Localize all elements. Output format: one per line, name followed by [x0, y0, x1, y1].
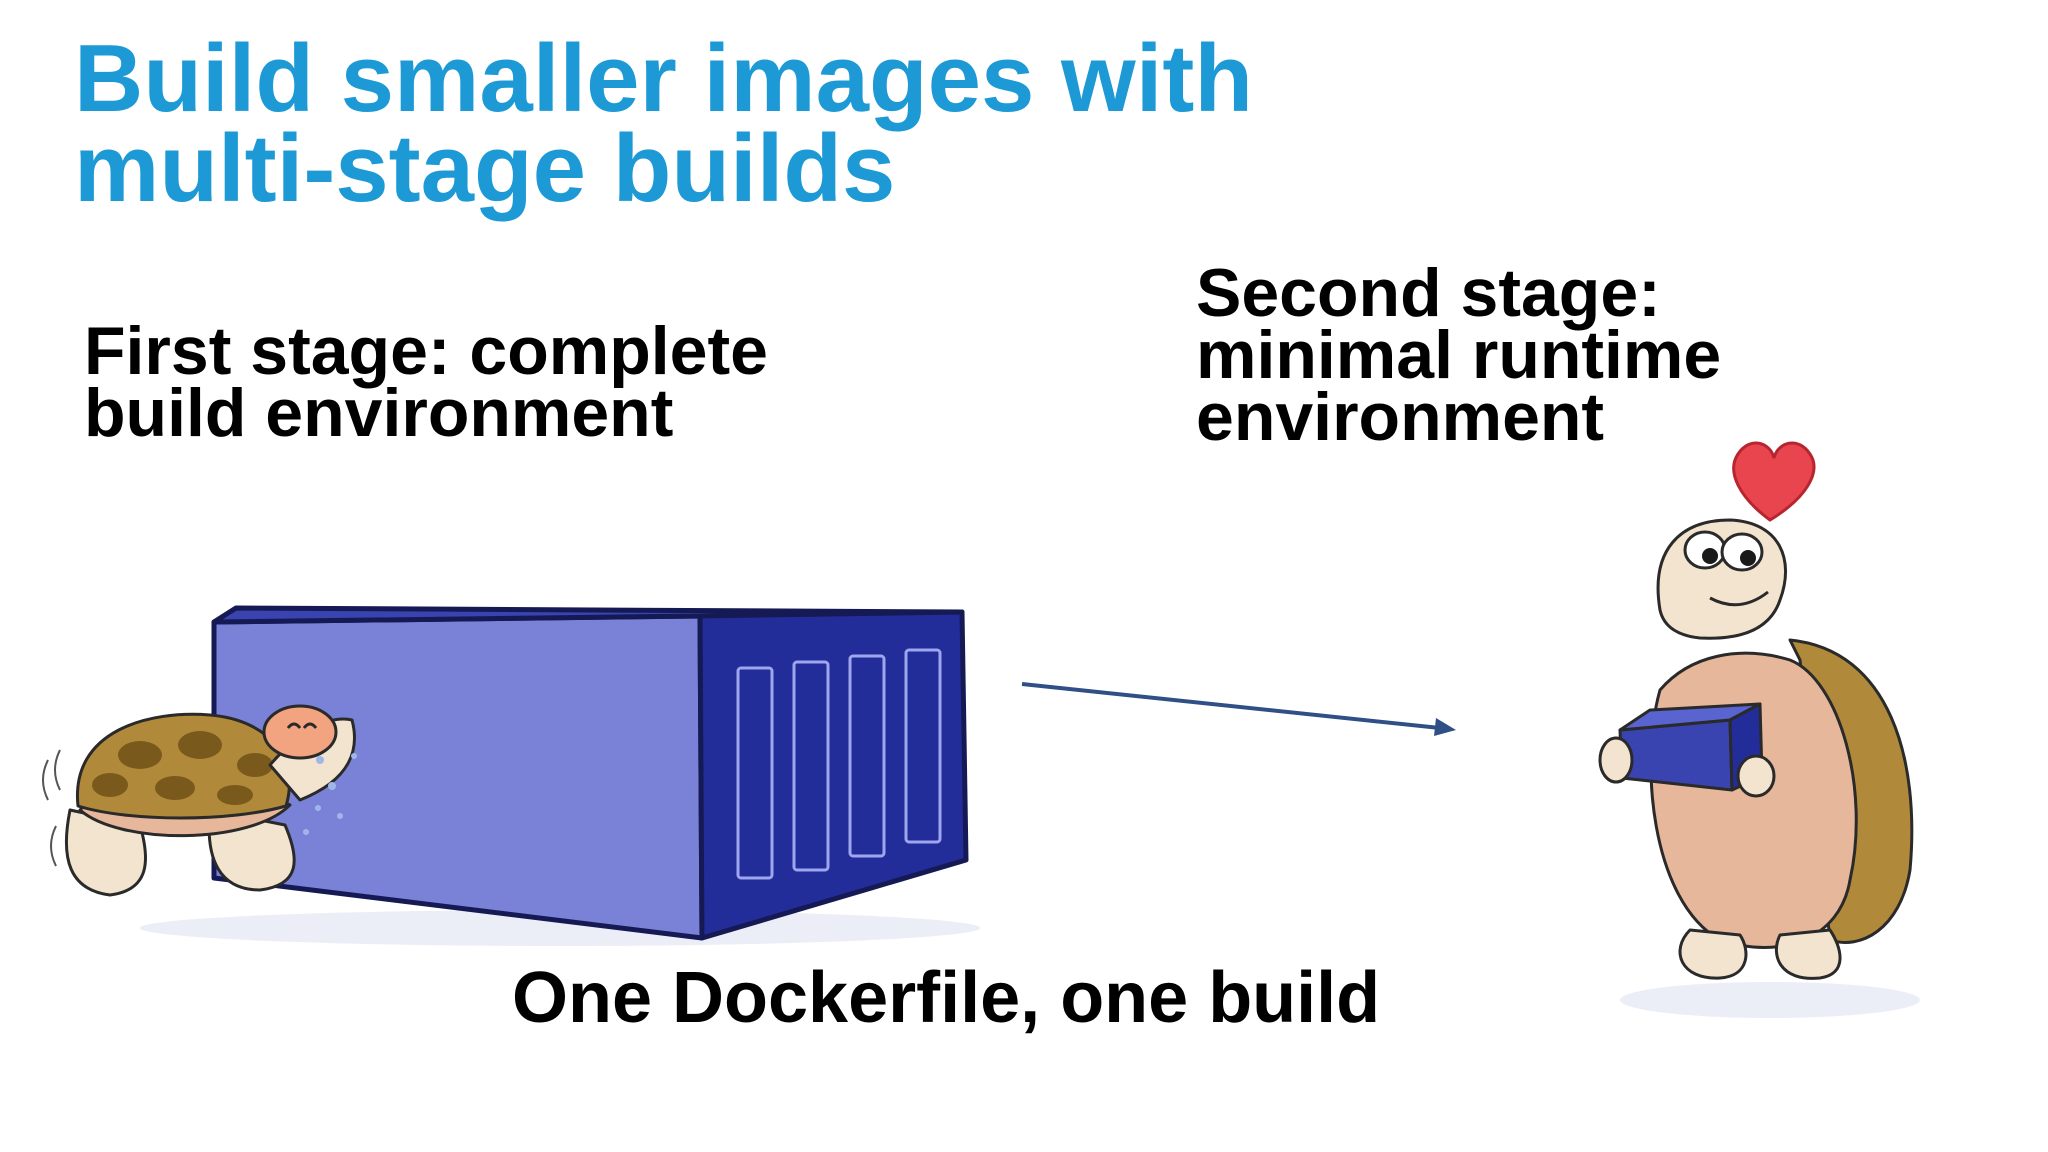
turtle-head — [1656, 518, 1788, 640]
slide-title: Build smaller images with multi-stage bu… — [74, 25, 1474, 222]
stage-arrow — [1021, 682, 1456, 736]
second-stage-label: Second stage: minimal runtime environmen… — [1196, 255, 1956, 455]
title-line-2: multi-stage builds — [74, 115, 896, 222]
small-container-front — [1618, 718, 1734, 792]
motion-lines — [42, 749, 61, 867]
container-doors — [736, 648, 942, 880]
happy-turtle-illustration — [1598, 441, 1920, 1018]
turtle-body — [1649, 651, 1858, 949]
first-stage-label: First stage: complete build environment — [84, 313, 984, 451]
heart-icon — [1732, 441, 1816, 522]
arrow-right-icon — [1021, 682, 1441, 730]
pushing-turtle — [64, 704, 356, 897]
first-stage-line-1: First stage: complete — [84, 313, 768, 389]
container-illustration — [42, 605, 980, 946]
caption: One Dockerfile, one build — [512, 958, 1381, 1038]
first-stage-line-2: build environment — [84, 375, 674, 451]
sweat-drops — [303, 753, 357, 835]
title-line-1: Build smaller images with — [74, 25, 1253, 132]
ground-shadow — [1620, 982, 1920, 1018]
second-stage-line-2: minimal runtime — [1196, 317, 1722, 393]
second-stage-line-3: environment — [1196, 379, 1605, 455]
container-end — [697, 609, 969, 941]
arrow-head — [1434, 718, 1456, 736]
second-stage-line-1: Second stage: — [1196, 255, 1661, 331]
